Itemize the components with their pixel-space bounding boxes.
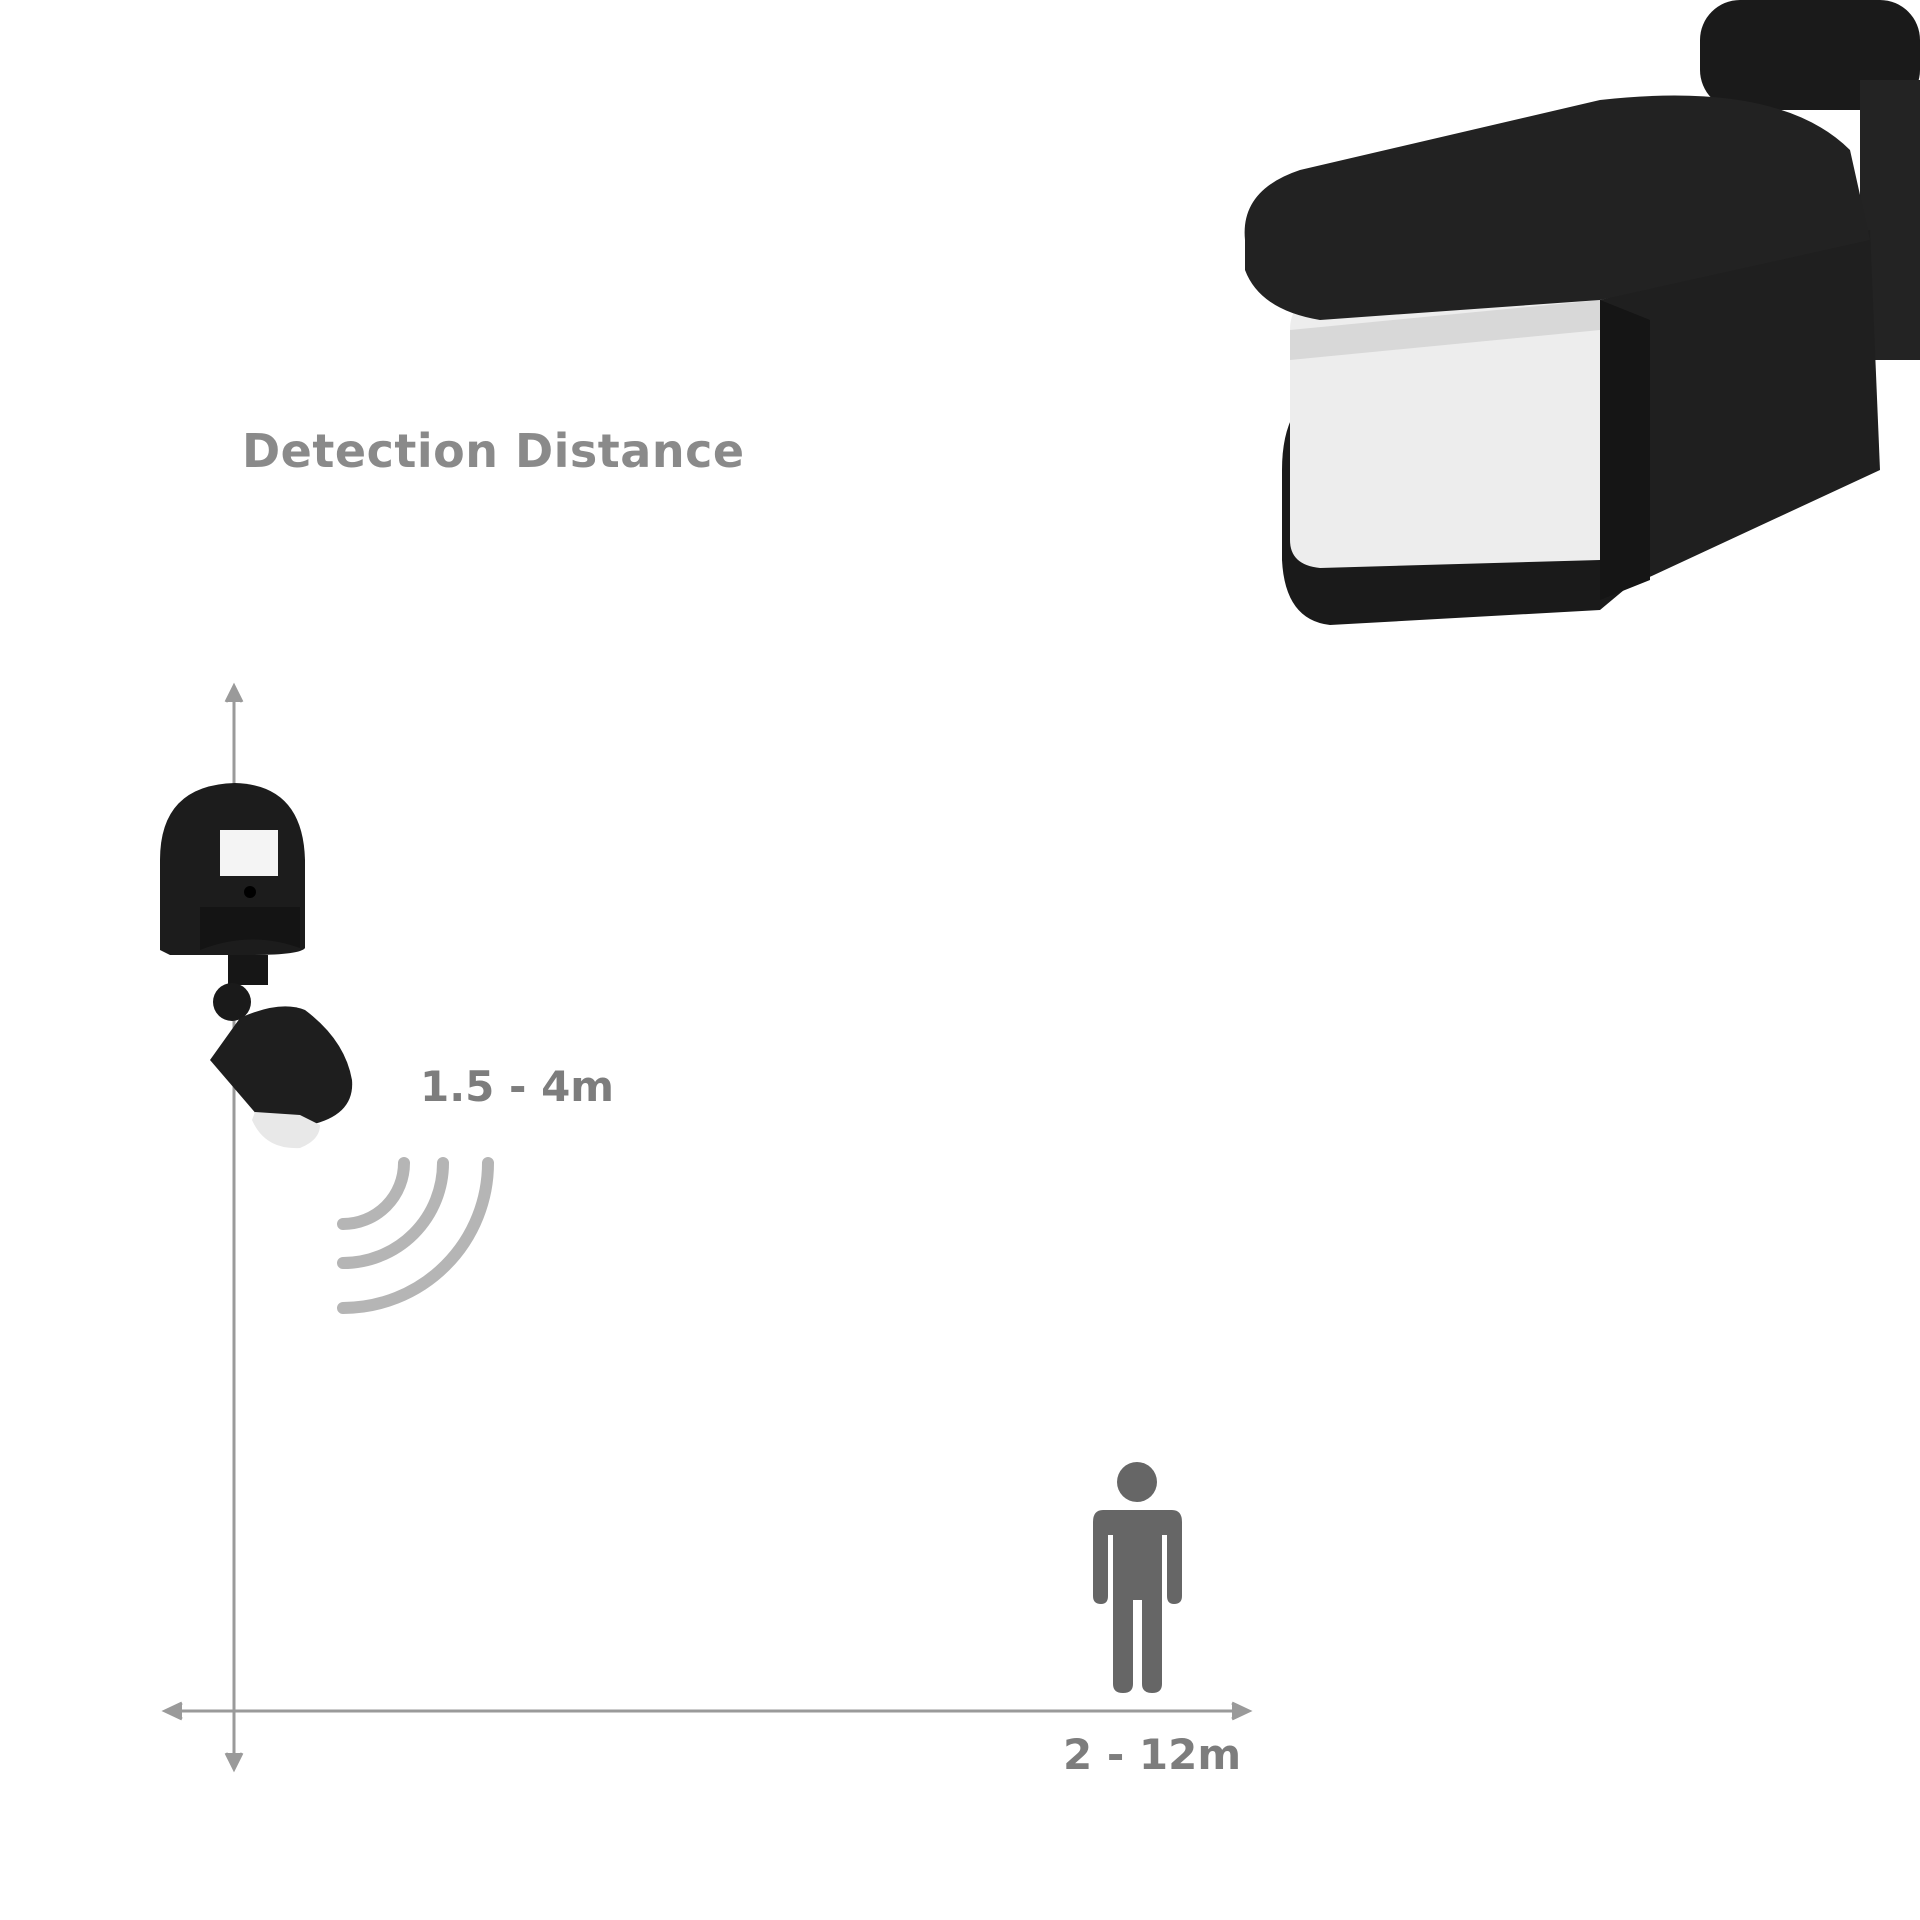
signal-waves-icon bbox=[337, 1157, 494, 1314]
person-icon bbox=[1093, 1462, 1182, 1693]
wall-mount-motion-sensor-image bbox=[160, 783, 353, 1149]
vertical-range-label: 1.5 - 4m bbox=[420, 1062, 615, 1111]
horizontal-axis bbox=[161, 1701, 1253, 1721]
horizontal-range-label: 2 - 12m bbox=[1063, 1730, 1242, 1779]
page-title: Detection Distance bbox=[242, 424, 745, 478]
large-motion-sensor-image bbox=[1244, 0, 1920, 625]
